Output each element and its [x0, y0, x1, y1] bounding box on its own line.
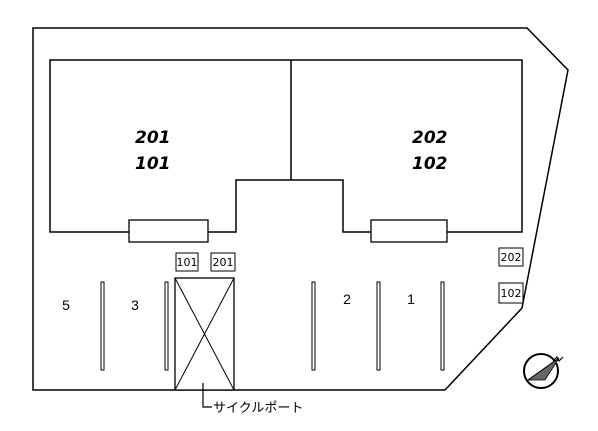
mailbox-202: 202 — [498, 247, 524, 267]
mailbox-101: 101 — [175, 252, 199, 272]
porch-right — [370, 219, 448, 243]
parking-space-5: 5 — [62, 297, 70, 313]
unit-label-102: 102 — [412, 154, 448, 174]
cycle-port-leader — [202, 383, 212, 408]
porch-left — [128, 219, 209, 243]
divider-5 — [440, 281, 445, 371]
divider-1 — [100, 281, 105, 371]
parking-space-3: 3 — [131, 297, 139, 313]
cycle-port-label: サイクルポート — [213, 401, 303, 416]
mailbox-102-label: 102 — [501, 287, 522, 300]
divider-3 — [311, 281, 316, 371]
building-outline — [49, 59, 523, 233]
lot-boundary — [32, 27, 569, 391]
mailbox-101-label: 101 — [177, 256, 198, 269]
divider-2 — [164, 281, 169, 371]
parking-space-1: 1 — [407, 291, 415, 307]
unit-label-201: 201 — [135, 128, 171, 148]
north-compass-icon — [523, 353, 564, 389]
unit-label-202: 202 — [412, 128, 448, 148]
unit-label-101: 101 — [135, 154, 171, 174]
parking-dividers — [100, 281, 445, 371]
cycle-port — [174, 277, 235, 391]
divider-4 — [376, 281, 381, 371]
mailbox-201: 201 — [210, 252, 236, 272]
mailbox-202-label: 202 — [501, 251, 522, 264]
mailbox-102: 102 — [498, 282, 524, 304]
mailbox-201-label: 201 — [213, 256, 234, 269]
parking-space-2: 2 — [343, 291, 351, 307]
